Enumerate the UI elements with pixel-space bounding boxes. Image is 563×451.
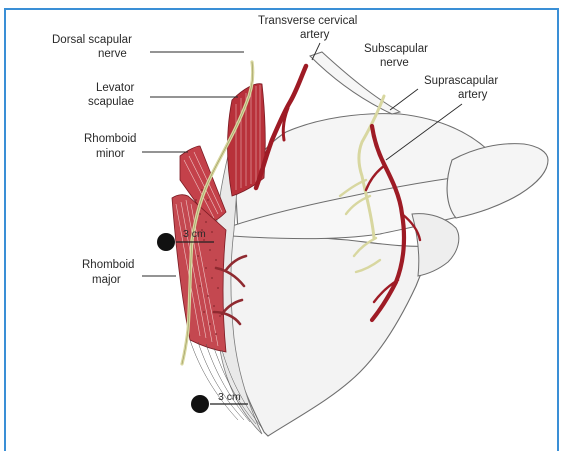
dorsal-scapular-nerve-line2: nerve xyxy=(98,48,127,60)
rhomboid-major-line1: Rhomboid xyxy=(82,259,134,271)
scapula-body xyxy=(225,232,437,436)
rhomboid-major-line2: major xyxy=(92,274,121,286)
lower-measure-label: 3 cm xyxy=(218,391,241,403)
label-subscapular-nerve: Subscapular nerve xyxy=(364,43,428,69)
acromion xyxy=(447,144,548,218)
transverse-cervical-line2: artery xyxy=(300,29,330,41)
rhomboid-minor-line2: minor xyxy=(96,148,125,160)
dorsal-scapular-nerve-line1: Dorsal scapular xyxy=(52,34,132,46)
label-rhomboid-minor: Rhomboid minor xyxy=(84,133,136,160)
label-transverse-cervical-artery: Transverse cervical artery xyxy=(258,15,357,41)
levator-scapulae-line1: Levator xyxy=(96,82,135,94)
subscapular-nerve-line1: Subscapular xyxy=(364,43,428,55)
transverse-cervical-line1: Transverse cervical xyxy=(258,15,357,27)
coracoid-glenoid xyxy=(412,214,459,276)
upper-measure-label: 3 cm xyxy=(183,228,206,240)
levator-scapulae-line2: scapulae xyxy=(88,96,134,108)
label-suprascapular-artery: Suprascapular artery xyxy=(424,75,498,101)
suprascapular-artery-line1: Suprascapular xyxy=(424,75,498,87)
upper-marker-dot xyxy=(157,233,175,251)
label-dorsal-scapular-nerve: Dorsal scapular nerve xyxy=(52,34,132,60)
lower-marker-dot xyxy=(191,395,209,413)
suprascapular-artery-line2: artery xyxy=(458,89,488,101)
subscapular-nerve-line2: nerve xyxy=(380,57,409,69)
label-rhomboid-major: Rhomboid major xyxy=(82,259,134,286)
rhomboid-minor-line1: Rhomboid xyxy=(84,133,136,145)
label-levator-scapulae: Levator scapulae xyxy=(88,82,135,108)
lower-measurement: 3 cm xyxy=(191,391,248,413)
